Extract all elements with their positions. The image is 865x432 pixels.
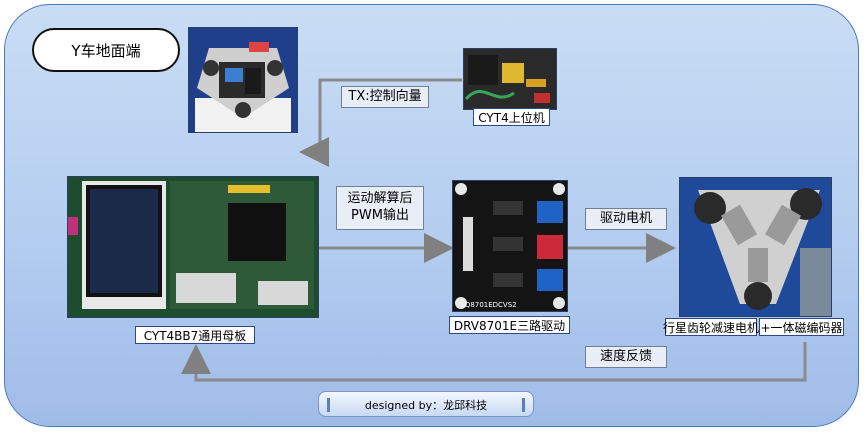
robot-top-image — [189, 28, 297, 132]
mainboard-image — [68, 177, 318, 317]
pwm-tag-line1: 运动解算后 — [347, 191, 412, 208]
motor-chassis-image — [680, 178, 831, 316]
driver-silk-text: LQ8701EDCVS2 — [461, 301, 517, 309]
pwm-tag: 运动解算后 PWM输出 — [336, 186, 424, 230]
driver-board-photo: LQ8701EDCVS2 — [452, 180, 568, 312]
feedback-tag: 速度反馈 — [585, 346, 667, 368]
motor-chassis-photo — [679, 177, 832, 317]
upper-computer-image — [464, 49, 556, 109]
driver-board-image: LQ8701EDCVS2 — [453, 181, 567, 311]
feedback-arrow — [196, 342, 805, 380]
drive-tag: 驱动电机 — [585, 208, 667, 230]
encoder-label: +一体磁编码器 — [759, 318, 844, 336]
footer-text: designed by：龙邱科技 — [319, 397, 533, 413]
tx-tag: TX:控制向量 — [341, 86, 429, 108]
upper-computer-label: CYT4上位机 — [473, 108, 550, 126]
footer-right-bar — [522, 398, 525, 412]
robot-top-photo — [188, 27, 298, 133]
upper-computer-photo — [463, 48, 557, 110]
mainboard-label: CYT4BB7通用母板 — [135, 326, 255, 344]
mainboard-photo — [67, 176, 319, 318]
footer-credit: designed by：龙邱科技 — [318, 391, 534, 417]
motor-label: 行星齿轮减速电机 — [665, 318, 757, 336]
pwm-tag-line2: PWM输出 — [351, 208, 409, 225]
driver-board-label: DRV8701E三路驱动 — [449, 316, 570, 334]
